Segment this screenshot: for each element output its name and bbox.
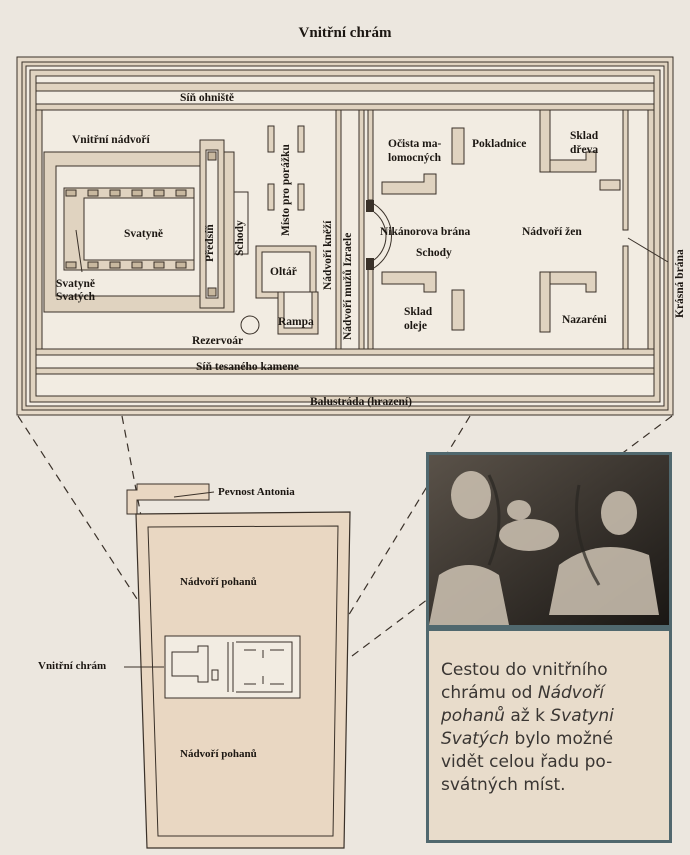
label-sklad-dreva-1: Sklad: [570, 130, 599, 142]
label-nadvori-pohanu-bottom: Nádvoří pohanů: [180, 748, 257, 760]
label-predsin: Předsíň: [204, 224, 216, 262]
caption-part-3: bylo možné vidět celou řadu po-svátných …: [441, 728, 614, 795]
label-pevnost-antonia: Pevnost Antonia: [218, 486, 295, 498]
label-ocista-2: lomocných: [388, 152, 442, 164]
label-rezervoar: Rezervoár: [192, 335, 244, 347]
label-nadvori-zen: Nádvoří žen: [522, 226, 582, 238]
label-sklad-oleje-2: oleje: [404, 320, 427, 332]
label-svatyne: Svatyně: [124, 228, 163, 240]
label-nadvori-knezi: Nádvoří kněží: [322, 220, 334, 290]
caption-box: Cestou do vnitřního chrámu od Nádvoří po…: [426, 628, 672, 843]
temple-site-map: [17, 415, 673, 849]
engraving-figures: [429, 455, 669, 625]
caption-part-1: Cestou do vnitřního chrámu od: [441, 660, 608, 703]
label-pokladnice: Pokladnice: [472, 138, 527, 150]
label-schody-gate: Schody: [416, 247, 452, 259]
label-schody-inner: Schody: [234, 220, 246, 256]
label-krasna-brana: Krásná brána: [674, 249, 686, 318]
caption-text: Cestou do vnitřního chrámu od Nádvoří po…: [441, 659, 659, 797]
label-vnitrni-nadvori: Vnitřní nádvoří: [72, 134, 150, 146]
label-misto-pro-porazku: Místo pro porážku: [280, 144, 292, 236]
label-svatyne-svatych-1: Svatyně: [56, 278, 95, 290]
label-sin-ohniste: Síň ohniště: [180, 92, 235, 104]
temple-floor-plan: [16, 56, 674, 416]
label-ocista-1: Očista ma-: [388, 138, 442, 150]
label-nazareni: Nazaréni: [562, 314, 607, 326]
label-rampa: Rampa: [278, 316, 314, 328]
label-vnitrni-chram: Vnitřní chrám: [38, 660, 107, 672]
engraving-illustration: [426, 452, 672, 628]
caption-emphasis-1: Nádvoří pohanů: [441, 682, 604, 726]
label-nikanorova-brana: Nikánorova brána: [380, 226, 471, 238]
label-nadvori-muzu-izraele: Nádvoří mužů Izraele: [342, 232, 354, 340]
caption-emphasis-2: Svatyni Svatých: [441, 705, 614, 749]
label-sklad-dreva-2: dřeva: [570, 144, 599, 156]
caption-part-2: až k: [504, 705, 551, 726]
label-sin-tesaneho-kamene: Síň tesaného kamene: [196, 361, 299, 373]
page-title: Vnitřní chrám: [298, 25, 392, 41]
label-balustrada: Balustráda (hrazení): [310, 396, 412, 408]
label-svatyne-svatych-2: Svatých: [56, 291, 95, 303]
label-nadvori-pohanu-top: Nádvoří pohanů: [180, 576, 257, 588]
label-oltar: Oltář: [270, 266, 297, 278]
label-sklad-oleje-1: Sklad: [404, 306, 433, 318]
